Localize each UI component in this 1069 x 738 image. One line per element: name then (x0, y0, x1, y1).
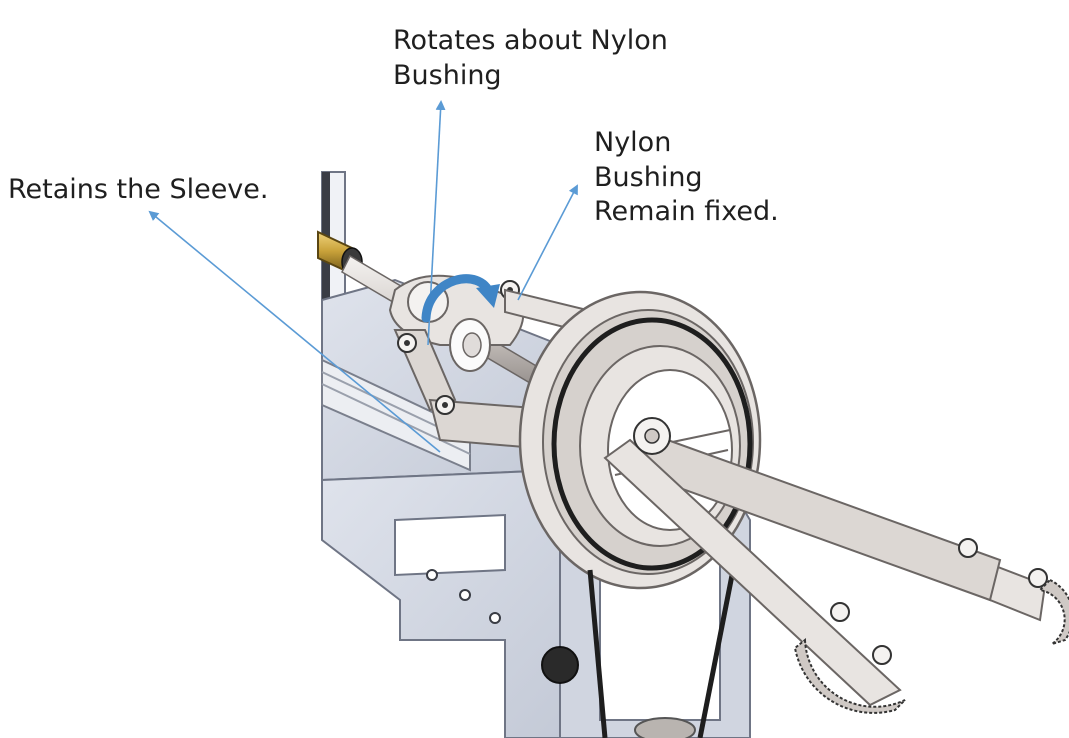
arrow-retains (148, 210, 441, 453)
label-line: Bushing (594, 161, 703, 193)
label-rotates-about-bushing: Rotates about Nylon Bushing (393, 24, 668, 93)
label-line: Rotates about Nylon (393, 25, 668, 56)
gear-segment (1037, 578, 1069, 645)
bracket-slot (394, 513, 506, 577)
gear-segment (793, 637, 906, 714)
label-retains-sleeve: Retains the Sleeve. (8, 173, 268, 208)
bottom-pulley (634, 717, 696, 738)
drive-pulley (541, 646, 579, 684)
rotation-arrow-icon (421, 274, 500, 323)
belt (551, 317, 753, 571)
gripper-arm-lower (603, 438, 902, 707)
bracket-hole (489, 612, 501, 624)
arrow-bushing (517, 184, 578, 301)
label-line: Nylon (594, 127, 672, 158)
label-line: Remain fixed. (594, 196, 779, 228)
gripper-arms (603, 417, 1069, 714)
bracket-front-plate (321, 468, 561, 738)
label-line: Bushing (393, 59, 502, 91)
bracket-hole (426, 569, 438, 581)
bracket-hole (459, 589, 471, 601)
sleeve-clamp (388, 274, 525, 412)
label-bushing-fixed: Nylon Bushing Remain fixed. (594, 126, 779, 230)
label-line: Retains the Sleeve. (8, 174, 269, 205)
